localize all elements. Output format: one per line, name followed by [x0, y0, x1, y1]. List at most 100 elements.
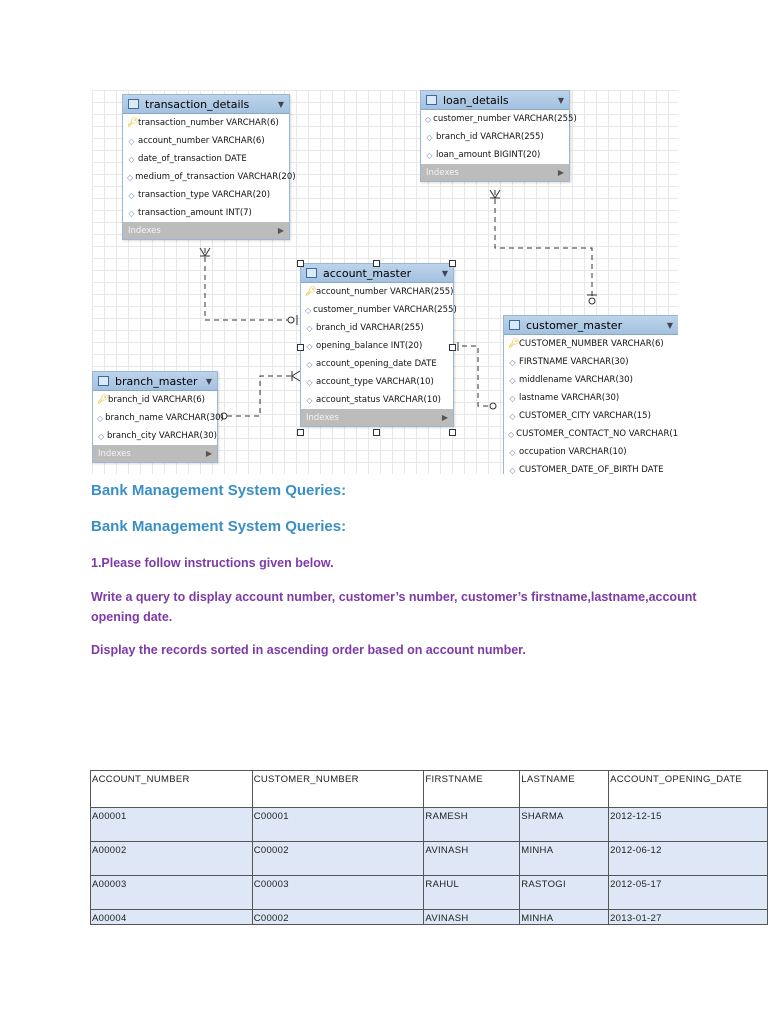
selection-handle[interactable] [297, 260, 304, 267]
column-row: ◇customer_number VARCHAR(255) [305, 305, 457, 315]
optional-marker-customer-2 [489, 402, 497, 410]
entity-loan-details[interactable]: loan_details ▼ ◇customer_number VARCHAR(… [420, 90, 577, 182]
entity-header[interactable]: branch_master ▼ [93, 372, 217, 391]
connector-transaction-account [204, 248, 288, 321]
section-heading: Bank Management System Queries: [91, 482, 347, 499]
table-cell: RAHUL [423, 875, 521, 910]
entity-name: transaction_details [145, 97, 250, 111]
column-row: 🔑︎transaction_number VARCHAR(6) [127, 118, 279, 128]
entity-account-master[interactable]: account_master ▼ 🔑︎account_number VARCHA… [300, 263, 457, 427]
diamond-icon: ◇ [97, 431, 105, 441]
entity-header[interactable]: transaction_details ▼ [123, 95, 289, 114]
column-row: ◇customer_number VARCHAR(255) [425, 114, 577, 124]
column-header: ACCOUNT_OPENING_DATE [608, 770, 768, 808]
selection-handle[interactable] [373, 429, 380, 436]
selection-handle[interactable] [297, 429, 304, 436]
column-row: ◇medium_of_transaction VARCHAR(20) [127, 172, 296, 182]
column-row: ◇middlename VARCHAR(30) [509, 375, 633, 385]
table-cell: AVINASH [423, 841, 521, 876]
indexes-bar[interactable]: Indexes▶ [123, 222, 289, 239]
entity-name: branch_master [115, 374, 198, 388]
instruction-line: 1.Please follow instructions given below… [91, 556, 334, 570]
column-row: ◇opening_balance INT(20) [306, 341, 423, 351]
table-cell: C00002 [251, 909, 425, 925]
table-cell: A00002 [90, 841, 253, 876]
key-icon: 🔑︎ [127, 118, 139, 128]
diamond-icon: ◇ [128, 154, 135, 164]
diamond-icon: ◇ [426, 150, 433, 160]
entity-customer-master[interactable]: customer_master ▼ 🔑︎CUSTOMER_NUMBER VARC… [503, 315, 678, 474]
selection-handle[interactable] [449, 260, 456, 267]
column-row: 🔑︎account_number VARCHAR(255) [305, 287, 454, 297]
relationship-connectors [199, 189, 597, 420]
diamond-icon: ◇ [97, 413, 104, 423]
crowfoot-account-branch [291, 370, 301, 382]
table-cell: C00001 [251, 807, 425, 842]
diamond-icon: ◇ [509, 465, 516, 475]
entity-branch-master[interactable]: branch_master ▼ 🔑︎branch_id VARCHAR(6) ◇… [92, 371, 224, 463]
table-cell: C00002 [251, 841, 425, 876]
table-cell: AVINASH [423, 909, 521, 925]
column-row: ◇transaction_amount INT(7) [128, 208, 252, 218]
entity-header[interactable]: loan_details ▼ [421, 91, 569, 110]
column-row: ◇loan_amount BIGINT(20) [426, 150, 541, 160]
diamond-icon: ◇ [306, 359, 313, 369]
diamond-icon: ◇ [306, 341, 313, 351]
indexes-bar[interactable]: Indexes▶ [301, 409, 453, 426]
chevron-down-icon[interactable]: ▼ [277, 99, 284, 109]
column-row: ◇FIRSTNAME VARCHAR(30) [509, 357, 629, 367]
table-cell: 2012-06-12 [608, 841, 768, 876]
table-cell: MINHA [519, 841, 610, 876]
table-cell: A00004 [90, 909, 253, 925]
column-row: ◇branch_id VARCHAR(255) [306, 323, 424, 333]
table-row: A00003 C00003 RAHUL RASTOGI 2012-05-17 [90, 875, 768, 910]
entity-transaction-details[interactable]: transaction_details ▼ 🔑︎transaction_numb… [122, 94, 296, 240]
diamond-icon: ◇ [426, 132, 433, 142]
connector-branch-account [227, 375, 292, 417]
entity-header[interactable]: customer_master ▼ [504, 316, 678, 335]
column-row: ◇CUSTOMER_DATE_OF_BIRTH DATE [509, 465, 664, 475]
diamond-icon: ◇ [306, 395, 313, 405]
table-icon [509, 320, 520, 330]
column-header: CUSTOMER_NUMBER [251, 770, 425, 808]
connector-loan-customer [494, 190, 593, 298]
selection-handle[interactable] [297, 344, 304, 351]
diamond-icon: ◇ [128, 136, 135, 146]
table-cell: A00001 [90, 807, 253, 842]
expand-arrow-icon: ▶ [441, 413, 448, 422]
diamond-icon: ◇ [509, 393, 516, 403]
diamond-icon: ◇ [509, 411, 516, 421]
table-row: A00001 C00001 RAMESH SHARMA 2012-12-15 [90, 807, 768, 842]
diamond-icon: ◇ [509, 375, 516, 385]
chevron-down-icon[interactable]: ▼ [666, 320, 673, 330]
expand-arrow-icon: ▶ [205, 449, 212, 458]
table-cell: 2012-05-17 [608, 875, 768, 910]
selection-handle[interactable] [373, 260, 380, 267]
section-heading: Bank Management System Queries: [91, 518, 347, 535]
selection-handle[interactable] [449, 344, 456, 351]
sort-instruction: Display the records sorted in ascending … [91, 643, 526, 657]
table-icon [426, 95, 437, 105]
entity-name: account_master [323, 266, 412, 280]
optional-marker-account-1 [287, 316, 295, 324]
column-row: ◇branch_name VARCHAR(30) [97, 413, 224, 423]
table-row: A00002 C00002 AVINASH MINHA 2012-06-12 [90, 841, 768, 876]
table-cell: MINHA [519, 909, 610, 925]
indexes-bar[interactable]: Indexes▶ [93, 445, 217, 462]
column-row: ◇CUSTOMER_CITY VARCHAR(15) [509, 411, 651, 421]
diamond-icon: ◇ [306, 377, 313, 387]
indexes-bar[interactable]: Indexes▶ [421, 164, 569, 181]
diamond-icon: ◇ [509, 357, 516, 367]
column-row: 🔑︎CUSTOMER_NUMBER VARCHAR(6) [508, 339, 664, 349]
key-icon: 🔑︎ [305, 287, 317, 297]
entity-header[interactable]: account_master ▼ [301, 264, 453, 283]
table-cell: 2012-12-15 [608, 807, 768, 842]
column-row: ◇branch_id VARCHAR(255) [426, 132, 544, 142]
table-cell: 2013-01-27 [608, 909, 768, 925]
chevron-down-icon[interactable]: ▼ [557, 95, 564, 105]
chevron-down-icon[interactable]: ▼ [441, 268, 448, 278]
selection-handle[interactable] [449, 429, 456, 436]
diamond-icon: ◇ [127, 172, 134, 182]
result-table: ACCOUNT_NUMBER CUSTOMER_NUMBER FIRSTNAME… [90, 770, 768, 925]
chevron-down-icon[interactable]: ▼ [205, 376, 212, 386]
